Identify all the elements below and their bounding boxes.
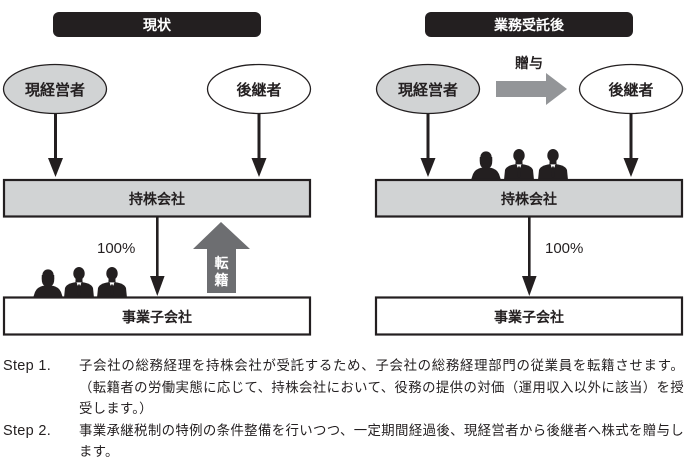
subsidiary-box [374, 296, 684, 336]
step-1: Step 1. 子会社の総務経理を持株会社が受託するため、子会社の総務経理部門の… [0, 356, 688, 421]
transfer-up-arrow [193, 222, 250, 293]
holding-to-subsidiary-arrow [150, 217, 165, 296]
person-icon [64, 267, 94, 298]
transfer-label-char-2: 籍 [215, 272, 229, 289]
person-icon [33, 269, 63, 298]
ownership-percentage: 100% [545, 240, 583, 257]
ownership-percentage: 100% [97, 240, 135, 257]
employee-silhouettes [33, 267, 127, 298]
panel-current-state: 現状 現経営者 後継者 持株会社 100% 転 籍 [2, 12, 312, 336]
successor-label: 後継者 [607, 81, 653, 99]
successor-label: 後継者 [235, 81, 281, 99]
business-succession-diagram: 現状 現経営者 後継者 持株会社 100% 転 籍 [2, 12, 684, 336]
person-icon [538, 149, 568, 180]
holding-company-label: 持株会社 [129, 191, 185, 208]
employee-silhouettes [471, 149, 568, 180]
panel-after-outsourcing: 業務受託後 現経営者 後継者 贈与 持株会社 100% [374, 12, 684, 336]
current-manager-node [2, 63, 108, 115]
panel-title-bar [53, 12, 261, 37]
panel-title-bar [425, 12, 633, 37]
holding-company-label: 持株会社 [501, 191, 557, 208]
successor-to-holding-arrow [623, 114, 639, 177]
step-2: Step 2. 事業承継税制の特例の条件整備を行いつつ、一定期間経過後、現経営者… [0, 421, 688, 464]
step-text: 子会社の総務経理を持株会社が受託するため、子会社の総務経理部門の従業員を転籍させ… [79, 359, 684, 417]
holding-to-subsidiary-arrow [522, 217, 537, 296]
current-manager-label: 現経営者 [398, 81, 458, 99]
manager-to-holding-arrow [420, 114, 436, 177]
current-manager-label: 現経営者 [25, 81, 85, 99]
successor-node [206, 63, 312, 115]
successor-to-holding-arrow [251, 114, 267, 177]
step-text: 事業承継税制の特例の条件整備を行いつつ、一定期間経過後、現経営者から後継者へ株式… [79, 423, 684, 461]
step-label: Step 1. [3, 358, 52, 374]
person-icon [504, 149, 534, 180]
panel-title: 業務受託後 [493, 17, 565, 34]
panel-title: 現状 [143, 17, 172, 34]
step-descriptions: Step 1. 子会社の総務経理を持株会社が受託するため、子会社の総務経理部門の… [0, 356, 688, 464]
step-label: Step 2. [3, 422, 52, 439]
successor-node [578, 63, 684, 115]
manager-to-holding-arrow [48, 114, 63, 177]
holding-company-box [2, 178, 312, 218]
gift-label: 贈与 [515, 55, 543, 72]
subsidiary-box [2, 296, 312, 336]
person-icon [97, 267, 127, 298]
subsidiary-label: 事業子会社 [494, 309, 564, 326]
transfer-label-char-1: 転 [215, 255, 229, 272]
person-icon [471, 151, 501, 180]
gift-arrow [496, 73, 567, 105]
subsidiary-label: 事業子会社 [122, 309, 192, 326]
current-manager-node [375, 63, 481, 115]
holding-company-box [374, 178, 684, 218]
